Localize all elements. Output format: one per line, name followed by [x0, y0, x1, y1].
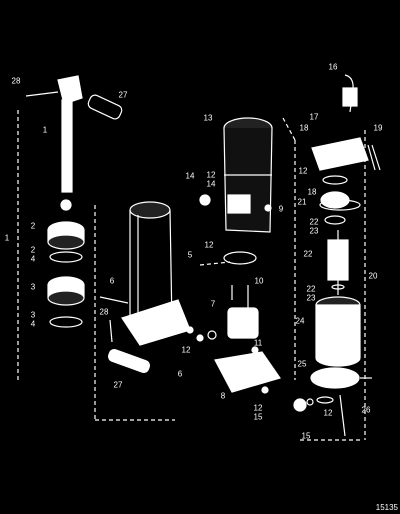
callout-12-f: 12 — [323, 408, 333, 418]
callout-28-b: 28 — [99, 307, 109, 317]
ram-rod-part-1 — [25, 75, 123, 193]
motor-base-parts-25-26 — [310, 367, 372, 437]
pump-body-part-13 — [199, 117, 273, 233]
callout-11-a: 11 — [253, 338, 263, 348]
callout-23-b: 23 — [306, 293, 316, 303]
callout-24: 24 — [295, 316, 305, 326]
callout-1-bracket: 1 — [4, 233, 10, 243]
callout-12-e: 12 — [298, 166, 308, 176]
callout-26: 26 — [361, 405, 371, 415]
motor-endcap-parts-16-19 — [311, 74, 381, 225]
callout-21: 21 — [297, 197, 307, 207]
callout-17: 17 — [309, 112, 319, 122]
motor-armature-parts-22-24 — [315, 230, 361, 367]
callout-27-top: 27 — [118, 90, 128, 100]
callout-28-top: 28 — [11, 76, 21, 86]
callout-6-b: 6 — [177, 369, 183, 379]
callout-6-a: 6 — [109, 276, 115, 286]
callout-15-b: 15 — [301, 431, 311, 441]
callout-8: 8 — [220, 391, 226, 401]
callout-10: 10 — [254, 276, 264, 286]
callout-7: 7 — [210, 299, 216, 309]
callout-18-b: 18 — [307, 187, 317, 197]
callout-4-b: 4 — [30, 319, 36, 329]
callout-19: 19 — [373, 123, 383, 133]
callout-13: 13 — [203, 113, 213, 123]
callout-9: 9 — [278, 204, 284, 214]
callout-3-a: 3 — [30, 282, 36, 292]
callout-20: 20 — [368, 271, 378, 281]
callout-25: 25 — [297, 359, 307, 369]
callout-2-b: 2 — [30, 245, 36, 255]
callout-14-b: 14 — [206, 179, 216, 189]
pump-internals — [207, 251, 259, 354]
callout-22-b: 22 — [303, 249, 313, 259]
callout-12-d: 12 — [253, 403, 263, 413]
assembly-lines — [17, 110, 366, 441]
callout-14-a: 14 — [185, 171, 195, 181]
callout-23-a: 23 — [309, 226, 319, 236]
lower-bolts — [99, 296, 150, 374]
callout-5: 5 — [187, 250, 193, 260]
callout-27-b: 27 — [113, 380, 123, 390]
callout-18-a: 18 — [299, 123, 309, 133]
callout-12-a: 12 — [206, 170, 216, 180]
figure-number: 15135 — [375, 503, 398, 512]
callout-22-c: 22 — [306, 284, 316, 294]
callout-3-b: 3 — [30, 310, 36, 320]
callout-16: 16 — [328, 62, 338, 72]
callout-15-a: 15 — [253, 412, 263, 422]
valve-block-part-8 — [186, 326, 314, 412]
tilt-cylinder-part-5 — [121, 201, 191, 346]
callout-22-a: 22 — [309, 217, 319, 227]
callout-12-b: 12 — [204, 240, 214, 250]
left-pistons — [47, 199, 85, 328]
callout-4-a: 4 — [30, 254, 36, 264]
callout-1-ram: 1 — [42, 125, 48, 135]
callout-11-b: 11 — [253, 357, 263, 367]
callout-2-a: 2 — [30, 221, 36, 231]
callout-12-c: 12 — [181, 345, 191, 355]
